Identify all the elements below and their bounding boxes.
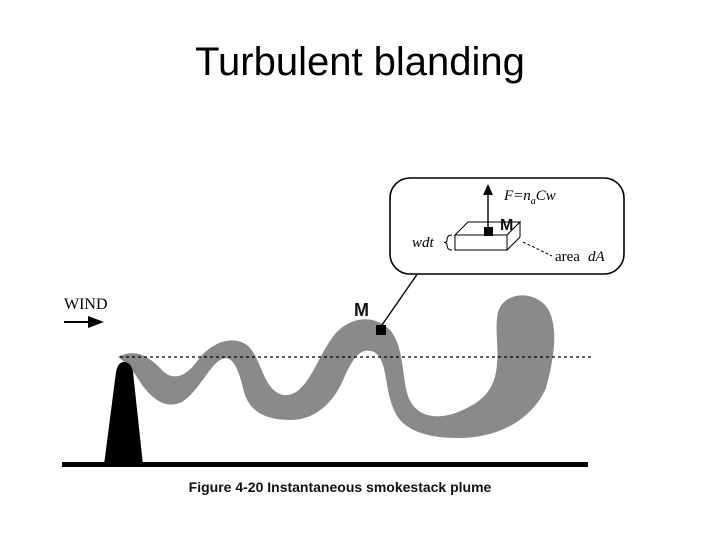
flux-label: F=n — [503, 188, 531, 204]
flux-subscript: a — [531, 196, 536, 207]
inset-m-marker — [484, 227, 493, 236]
area-symbol: dA — [588, 249, 606, 265]
volume-element-front — [454, 234, 508, 251]
slide-title: Turbulent blanding — [195, 40, 525, 84]
volume-element-side — [506, 220, 521, 252]
point-m-marker — [376, 325, 386, 335]
flux-suffix: Cw — [536, 188, 556, 204]
plume — [118, 295, 555, 438]
flux-arrow-head — [483, 184, 493, 195]
flux-equation: F=naCw — [503, 188, 556, 207]
wind-label: WIND — [64, 296, 108, 313]
area-leader-line — [522, 241, 553, 257]
point-m-label: M — [354, 300, 369, 320]
figure-caption: Figure 4-20 Instantaneous smokestack plu… — [188, 479, 492, 495]
inset-m-label: M — [500, 217, 513, 234]
height-label: wdt — [412, 235, 435, 251]
height-brace — [443, 234, 453, 251]
wind-arrow-head — [88, 316, 104, 328]
area-word: area — [555, 249, 580, 265]
inset-leader-line — [381, 272, 419, 326]
smokestack — [104, 362, 143, 465]
ground-line — [62, 462, 588, 467]
